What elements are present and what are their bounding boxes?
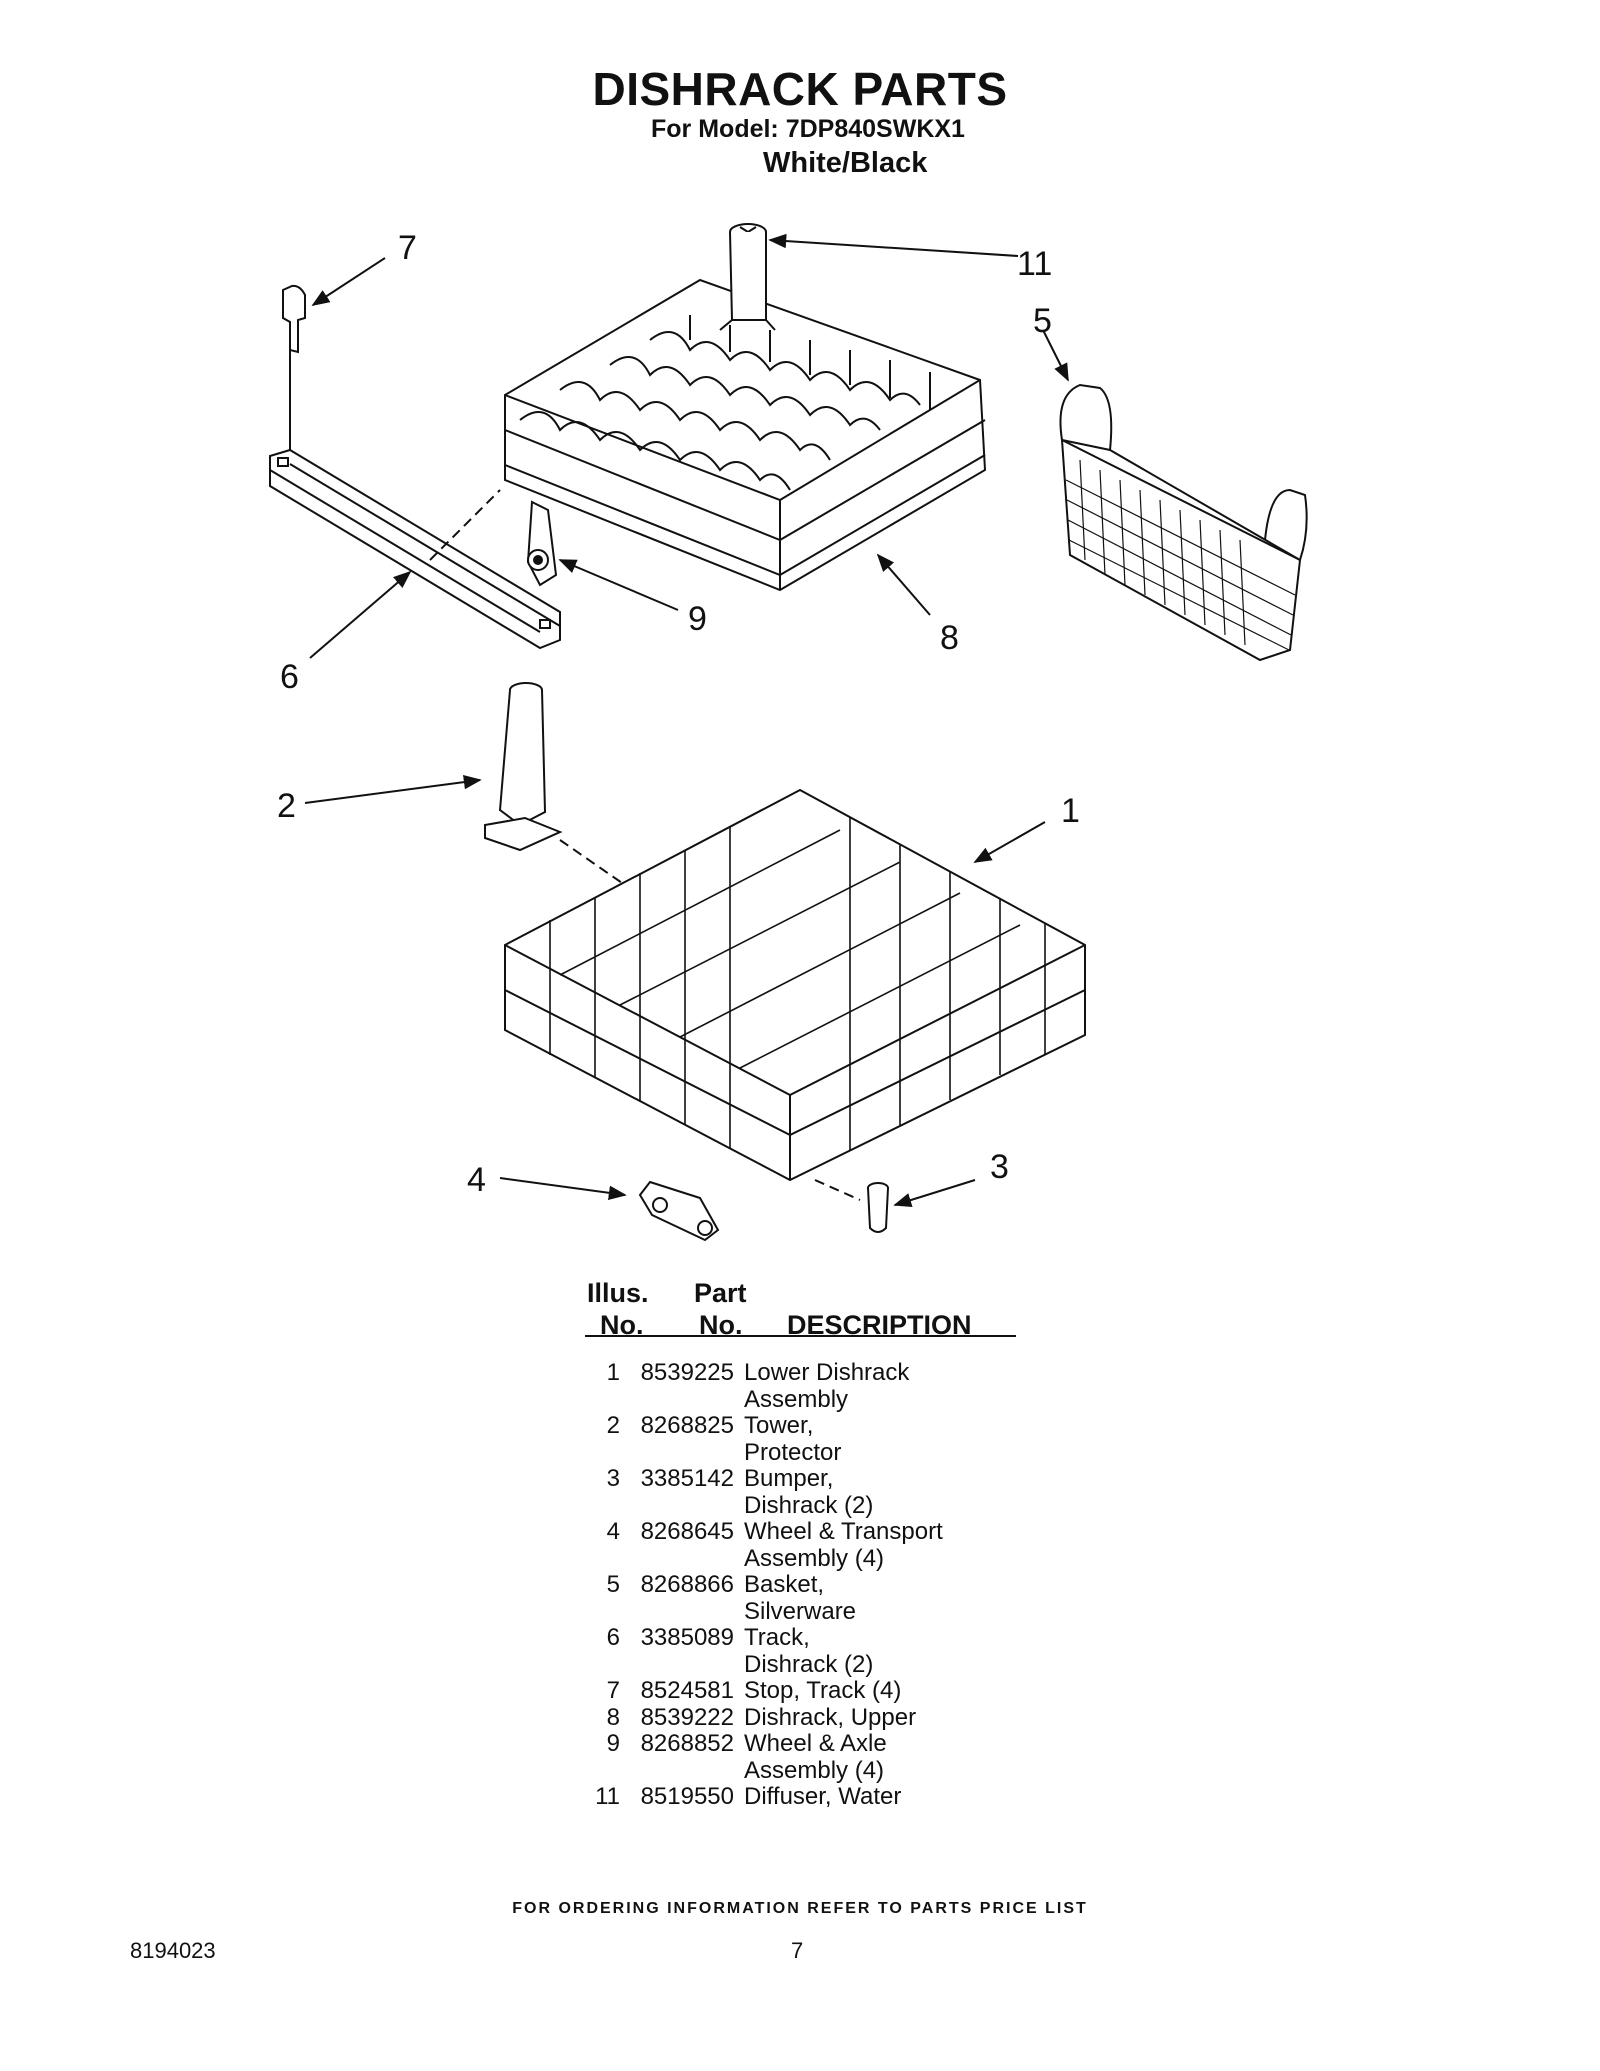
callout-1: 1 xyxy=(1061,792,1080,830)
description-continued: Assembly xyxy=(744,1385,849,1413)
dishrack-bumper-part xyxy=(867,1182,889,1233)
ordering-note: FOR ORDERING INFORMATION REFER TO PARTS … xyxy=(512,1900,1088,1917)
description-continued: Assembly (4) xyxy=(744,1756,885,1784)
table-row: 8 8539222 Dishrack, Upper xyxy=(560,1703,984,1732)
description: Stop, Track (4) xyxy=(744,1677,902,1704)
wheel-axle-part xyxy=(526,500,558,587)
callout-9: 9 xyxy=(688,600,707,638)
table-row: 9 8268852 Wheel & Axle xyxy=(560,1730,984,1758)
exploded-parts-diagram: 1 2 3 4 5 6 7 8 9 11 xyxy=(269,223,1308,1242)
part-number: 8539225 xyxy=(640,1359,734,1386)
illus-number: 7 xyxy=(606,1677,620,1704)
header-illus-top: Illus. xyxy=(587,1278,649,1308)
color-line: White/Black xyxy=(763,147,928,179)
table-row: 6 3385089 Track, xyxy=(560,1624,984,1652)
callout-5: 5 xyxy=(1033,302,1052,340)
description-continued: Dishrack (2) xyxy=(744,1491,874,1519)
description: Basket, xyxy=(744,1571,825,1598)
table-row-continuation: Assembly (4) xyxy=(560,1544,984,1573)
table-row: 2 8268825 Tower, xyxy=(560,1412,984,1440)
part-number: 8268825 xyxy=(640,1412,734,1439)
table-row-continuation: Assembly xyxy=(560,1385,984,1414)
callout-3: 3 xyxy=(990,1148,1009,1186)
callout-6: 6 xyxy=(280,658,299,696)
page-number: 7 xyxy=(791,1938,804,1963)
table-row: 5 8268866 Basket, xyxy=(560,1571,984,1599)
protector-tower-part xyxy=(484,682,563,852)
illus-number: 5 xyxy=(606,1571,620,1598)
table-row: 11 8519550 Diffuser, Water xyxy=(560,1783,984,1811)
callout-2: 2 xyxy=(277,787,296,825)
track-stop-part xyxy=(282,284,306,452)
illus-number: 11 xyxy=(595,1783,620,1810)
illus-number: 9 xyxy=(606,1730,620,1757)
part-number: 8524581 xyxy=(640,1677,734,1704)
callout-7: 7 xyxy=(398,229,417,267)
description-continued: Dishrack (2) xyxy=(744,1650,874,1678)
table-row-continuation: Assembly (4) xyxy=(560,1756,984,1785)
description: Wheel & Transport xyxy=(744,1518,943,1545)
part-number: 8268866 xyxy=(640,1571,734,1598)
illus-number: 6 xyxy=(606,1624,620,1651)
table-row-continuation: Silverware xyxy=(560,1597,984,1626)
table-header-rule xyxy=(585,1335,1016,1337)
upper-dishrack-part xyxy=(504,278,987,592)
description-continued: Assembly (4) xyxy=(744,1544,885,1572)
model-line: For Model: 7DP840SWKX1 xyxy=(651,115,965,143)
document-number: 8194023 xyxy=(130,1938,216,1963)
silverware-basket-part xyxy=(1059,383,1308,662)
description-continued: Silverware xyxy=(744,1597,857,1625)
illus-number: 3 xyxy=(606,1465,620,1492)
wheel-transport-part xyxy=(638,1180,720,1242)
illus-number: 8 xyxy=(606,1703,620,1731)
table-row: 1 8539225 Lower Dishrack xyxy=(560,1359,984,1387)
description: Tower, xyxy=(744,1412,814,1439)
illus-number: 2 xyxy=(606,1412,620,1439)
table-row: 3 3385142 Bumper, xyxy=(560,1465,984,1493)
description: Track, xyxy=(744,1624,810,1651)
callout-8: 8 xyxy=(940,619,959,657)
header-part-top: Part xyxy=(694,1278,747,1308)
dishrack-track-part xyxy=(269,448,561,650)
table-row-continuation: Dishrack (2) xyxy=(560,1650,984,1679)
table-row-continuation: Dishrack (2) xyxy=(560,1491,984,1520)
page-title: DISHRACK PARTS xyxy=(592,63,1008,115)
table-row: 7 8524581 Stop, Track (4) xyxy=(560,1677,984,1705)
water-diffuser-part xyxy=(719,223,776,331)
part-number: 8268852 xyxy=(640,1730,734,1757)
illus-number: 1 xyxy=(606,1359,620,1386)
description: Diffuser, Water xyxy=(744,1783,902,1810)
description: Lower Dishrack xyxy=(744,1359,910,1386)
part-number: 3385142 xyxy=(640,1465,734,1492)
table-row: 4 8268645 Wheel & Transport xyxy=(560,1518,984,1546)
parts-list: 1 8539225 Lower Dishrack Assembly 2 8268825… xyxy=(560,1359,984,1811)
description: Bumper, xyxy=(744,1465,834,1492)
callout-leaders xyxy=(304,233,1069,1208)
table-row-continuation: Protector xyxy=(560,1438,984,1467)
part-number: 8268645 xyxy=(640,1518,734,1545)
lower-dishrack-part xyxy=(504,788,1086,1182)
callout-4: 4 xyxy=(467,1161,486,1199)
part-number: 8539222 xyxy=(640,1703,734,1731)
description-continued: Protector xyxy=(744,1438,842,1466)
part-number: 8519550 xyxy=(640,1783,734,1810)
callout-11: 11 xyxy=(1017,245,1052,283)
illus-number: 4 xyxy=(606,1518,620,1545)
part-number: 3385089 xyxy=(640,1624,734,1651)
description: Dishrack, Upper xyxy=(744,1703,917,1731)
description: Wheel & Axle xyxy=(744,1730,887,1757)
